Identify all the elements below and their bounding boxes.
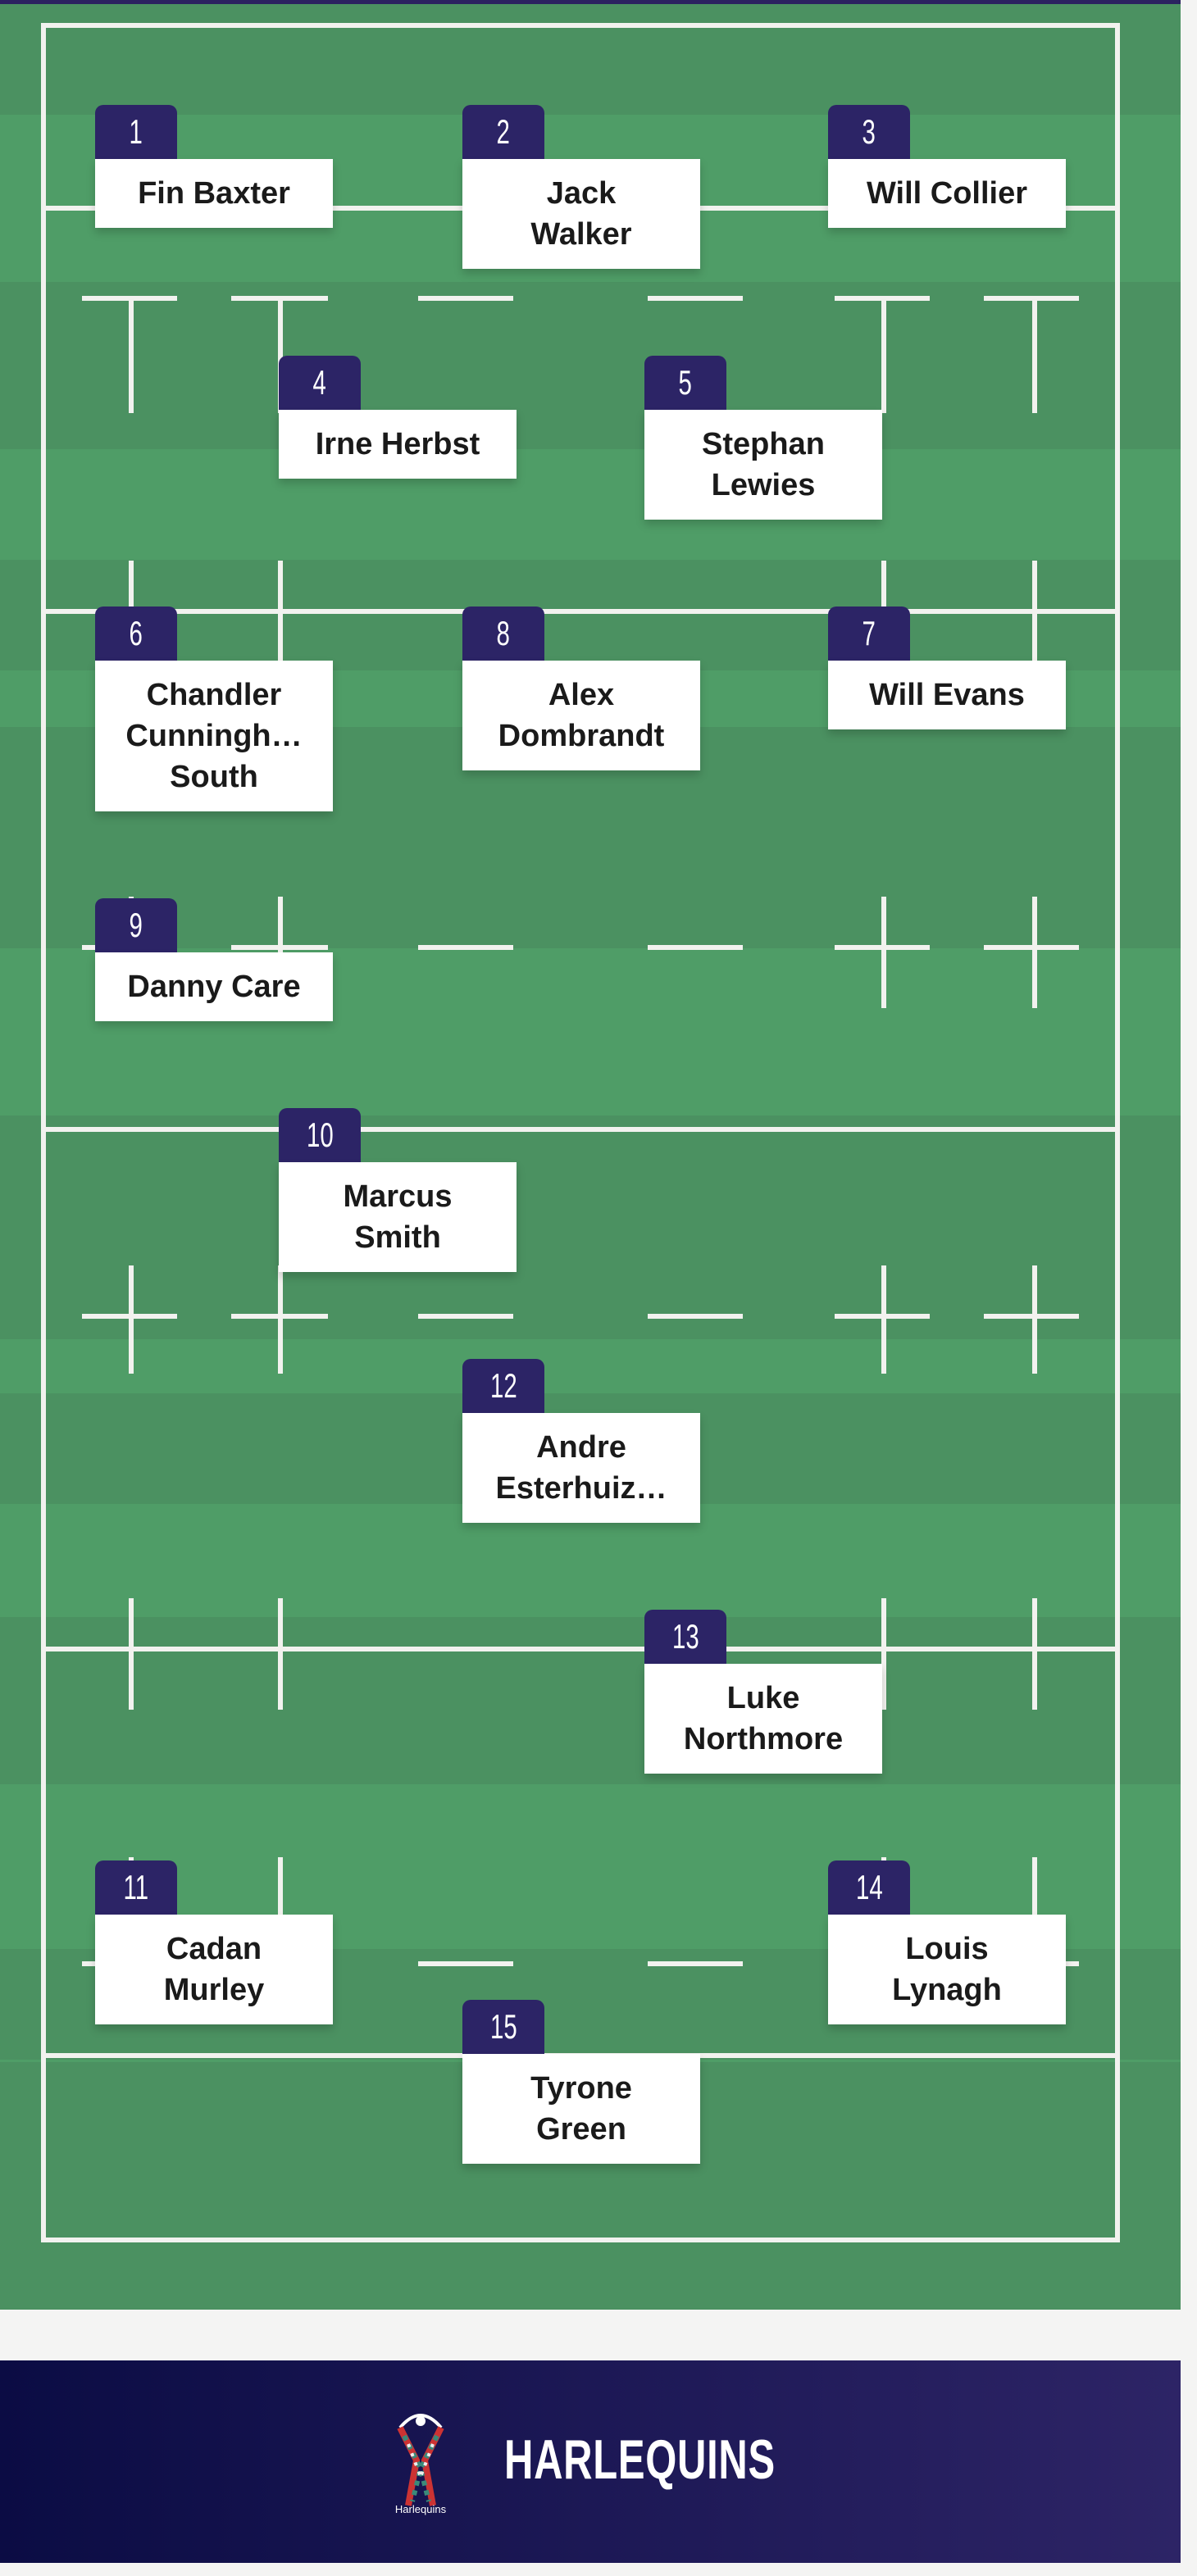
tick-line (1032, 1265, 1037, 1374)
player-name: Fin Baxter (95, 159, 333, 228)
player-name: Louis Lynagh (828, 1915, 1066, 2024)
dash-line (648, 1314, 743, 1319)
dash-line (418, 1314, 513, 1319)
tick-line (1032, 298, 1037, 413)
dash-line (418, 296, 513, 301)
tick-line (1032, 897, 1037, 1008)
shirt-number: 2 (496, 112, 511, 151)
shirt-number: 14 (855, 1868, 883, 1906)
logo-caption: Harlequins (394, 2503, 447, 2515)
player-name: Jack Walker (462, 159, 700, 269)
shirt-number: 15 (489, 2007, 517, 2046)
tick-line (278, 298, 283, 413)
tick-line (881, 1265, 886, 1374)
shirt-number-badge: 5 (644, 356, 726, 410)
dash-line (648, 945, 743, 950)
shirt-number: 3 (862, 112, 876, 151)
field-line (41, 1647, 1120, 1651)
player-name: Tyrone Green (462, 2054, 700, 2164)
shirt-number-badge: 4 (279, 356, 361, 410)
shirt-number: 10 (306, 1115, 334, 1154)
dash-line (648, 296, 743, 301)
tick-line (1032, 1598, 1037, 1710)
shirt-number: 9 (129, 906, 143, 944)
shirt-number-badge: 15 (462, 2000, 544, 2054)
shirt-number: 7 (862, 614, 876, 652)
field-line (41, 1127, 1120, 1132)
shirt-number-badge: 7 (828, 607, 910, 661)
field-line (41, 609, 1120, 614)
tick-line (129, 1265, 134, 1374)
tick-line (1032, 561, 1037, 664)
shirt-number-badge: 11 (95, 1860, 177, 1915)
tick-line (278, 1857, 283, 1964)
tick-line (278, 1265, 283, 1374)
shirt-number: 12 (489, 1366, 517, 1405)
player-name: Irne Herbst (279, 410, 517, 479)
player-name: Will Collier (828, 159, 1066, 228)
shirt-number-badge: 10 (279, 1108, 361, 1162)
shirt-number: 6 (129, 614, 143, 652)
shirt-number-badge: 3 (828, 105, 910, 159)
player-name: Alex Dombrandt (462, 661, 700, 770)
shirt-number-badge: 12 (462, 1359, 544, 1413)
dash-line (418, 945, 513, 950)
tick-line (129, 298, 134, 413)
shirt-number-badge: 13 (644, 1610, 726, 1664)
player-name: Marcus Smith (279, 1162, 517, 1272)
shirt-number-badge: 14 (828, 1860, 910, 1915)
shirt-number-badge: 2 (462, 105, 544, 159)
shirt-number: 13 (671, 1617, 699, 1656)
dash-line (418, 1961, 513, 1966)
shirt-number-badge: 9 (95, 898, 177, 952)
tick-line (278, 1598, 283, 1710)
tick-line (129, 1598, 134, 1710)
top-bar (0, 0, 1181, 4)
harlequins-logo-icon (397, 2414, 444, 2506)
player-name: Cadan Murley (95, 1915, 333, 2024)
tick-line (881, 897, 886, 1008)
pitch-boundary (41, 23, 1120, 2242)
player-name: Andre Esterhuiz… (462, 1413, 700, 1523)
shirt-number: 4 (312, 363, 327, 402)
shirt-number-badge: 1 (95, 105, 177, 159)
dash-line (984, 296, 1079, 301)
player-name: Chandler Cunningh… South (95, 661, 333, 811)
shirt-number: 1 (129, 112, 143, 151)
dash-line (984, 1314, 1079, 1319)
tick-line (881, 1598, 886, 1710)
footer-banner: Harlequins HARLEQUINS (0, 2360, 1181, 2563)
shirt-number: 5 (678, 363, 693, 402)
shirt-number-badge: 8 (462, 607, 544, 661)
tick-line (278, 561, 283, 664)
shirt-number: 11 (123, 1868, 149, 1906)
player-name: Danny Care (95, 952, 333, 1021)
shirt-number: 8 (496, 614, 511, 652)
team-name: HARLEQUINS (504, 2428, 776, 2491)
player-name: Luke Northmore (644, 1664, 882, 1774)
dash-line (984, 945, 1079, 950)
dash-line (648, 1961, 743, 1966)
tick-line (1032, 1857, 1037, 1964)
tick-line (881, 298, 886, 413)
shirt-number-badge: 6 (95, 607, 177, 661)
player-name: Stephan Lewies (644, 410, 882, 520)
player-name: Will Evans (828, 661, 1066, 729)
